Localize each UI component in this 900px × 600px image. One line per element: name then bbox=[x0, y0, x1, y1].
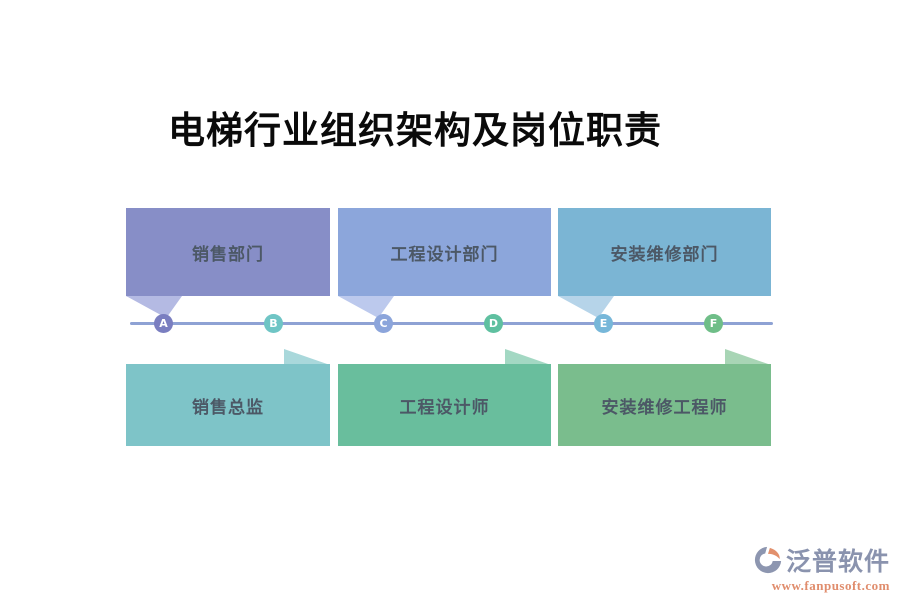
page-title: 电梯行业组织架构及岗位职责 bbox=[168, 110, 662, 151]
dept-box-install-maintenance-label: 安装维修部门 bbox=[610, 244, 719, 264]
brand-name: 泛普软件 bbox=[785, 549, 890, 576]
dept-box-engineering-design: 工程设计部门 bbox=[338, 208, 551, 296]
timeline-marker-b: B bbox=[264, 314, 283, 333]
timeline-marker-e: E bbox=[594, 314, 613, 333]
role-box-sales-director-label: 销售总监 bbox=[192, 397, 264, 417]
timeline-marker-f: F bbox=[704, 314, 723, 333]
tail-pointer-maintenance-engineer bbox=[725, 349, 771, 365]
brand-footer: 泛普软件 www.fanpusoft.com bbox=[753, 542, 890, 594]
timeline-marker-a: A bbox=[154, 314, 173, 333]
brand-website: www.fanpusoft.com bbox=[771, 578, 890, 593]
timeline-line bbox=[130, 322, 773, 325]
dept-box-sales: 销售部门 bbox=[126, 208, 330, 296]
tail-pointer-sales-director bbox=[284, 349, 330, 365]
timeline-marker-a-label: A bbox=[159, 317, 168, 330]
timeline-marker-e-label: E bbox=[599, 317, 608, 330]
timeline-marker-c-label: C bbox=[379, 317, 388, 330]
role-box-maintenance-engineer-label: 安装维修工程师 bbox=[601, 397, 728, 417]
role-box-maintenance-engineer: 安装维修工程师 bbox=[558, 364, 771, 446]
timeline-marker-d-label: D bbox=[488, 317, 499, 330]
role-box-sales-director: 销售总监 bbox=[126, 364, 330, 446]
fanpu-logo-icon bbox=[754, 546, 782, 574]
role-box-design-engineer: 工程设计师 bbox=[338, 364, 551, 446]
timeline-marker-b-label: B bbox=[269, 317, 278, 330]
dept-box-install-maintenance: 安装维修部门 bbox=[558, 208, 771, 296]
role-box-design-engineer-label: 工程设计师 bbox=[399, 397, 490, 417]
dept-box-engineering-design-label: 工程设计部门 bbox=[390, 244, 499, 264]
tail-pointer-sales bbox=[126, 296, 182, 318]
timeline-marker-d: D bbox=[484, 314, 503, 333]
timeline-marker-c: C bbox=[374, 314, 393, 333]
tail-pointer-design-engineer bbox=[505, 349, 551, 365]
timeline-marker-f-label: F bbox=[709, 317, 718, 330]
dept-box-sales-label: 销售部门 bbox=[192, 244, 264, 264]
